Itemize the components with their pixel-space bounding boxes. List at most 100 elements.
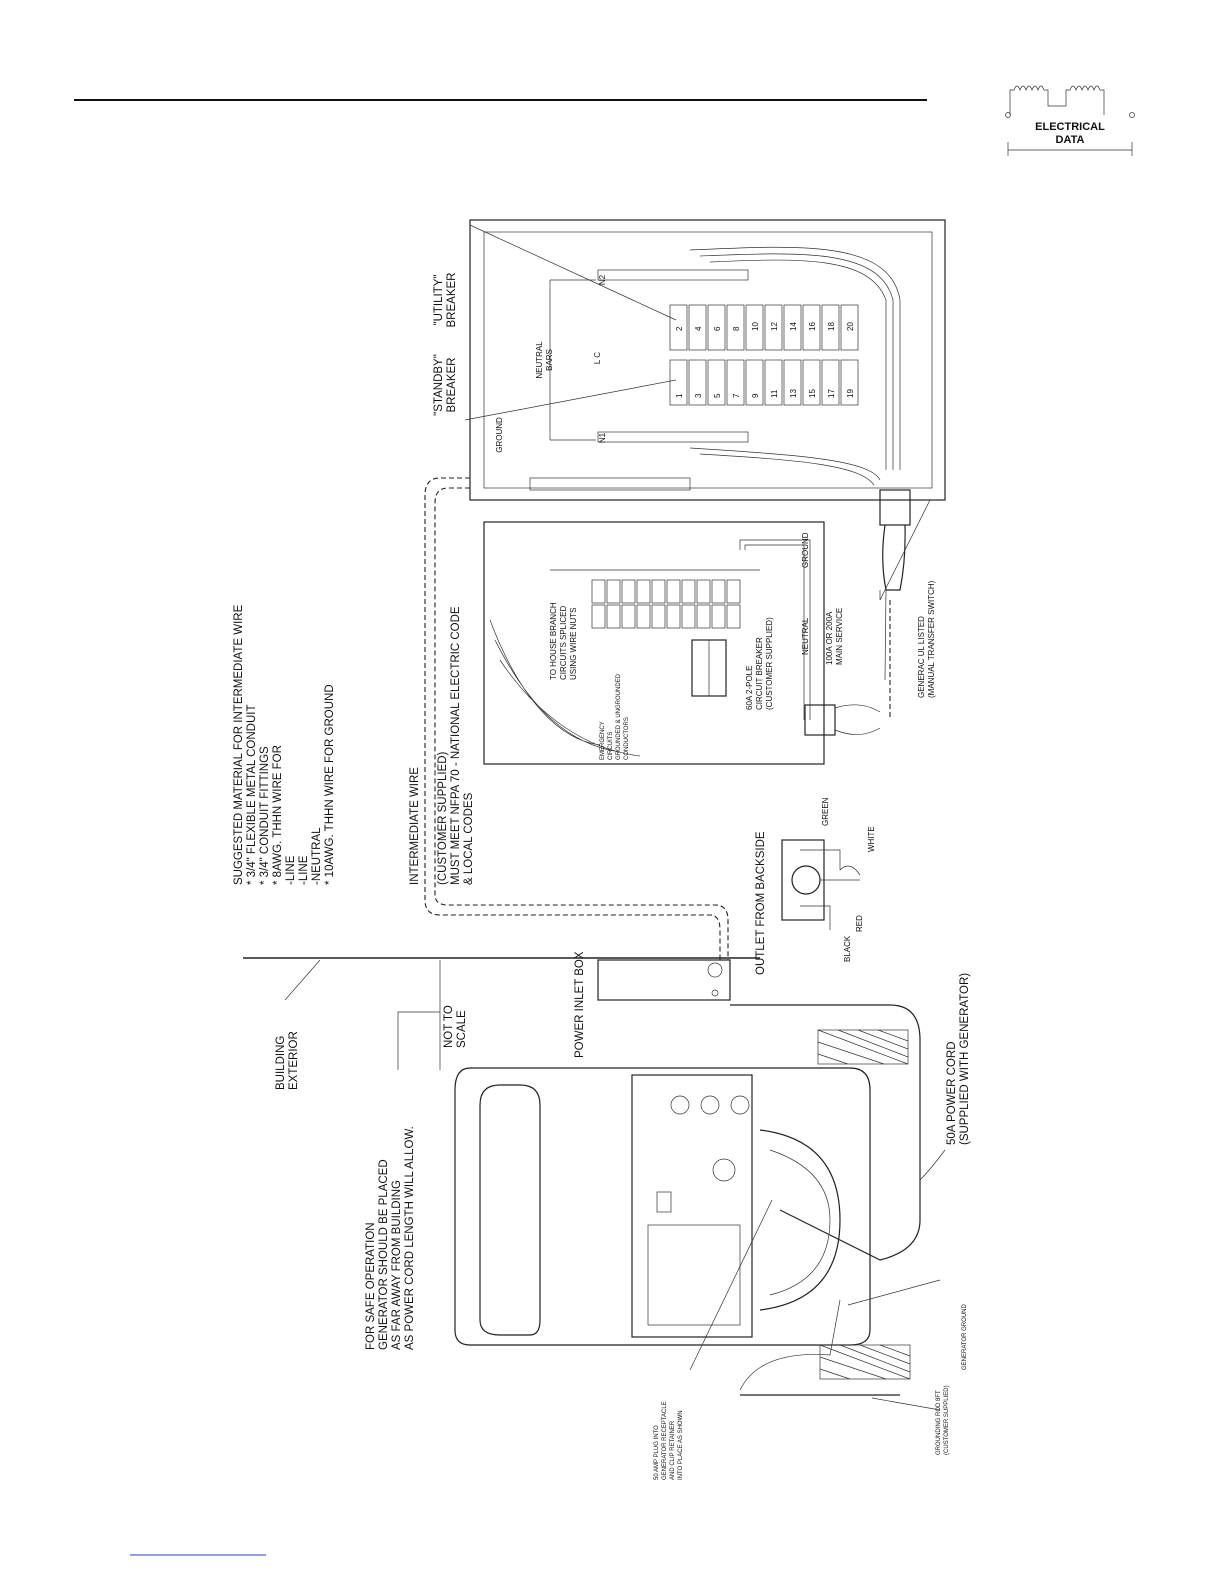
breaker-left-number: 15 (808, 389, 817, 398)
breaker-right-number: 14 (789, 322, 798, 331)
suggested-line-5: -LINE (298, 855, 310, 885)
breaker-left (821, 359, 840, 406)
plug-note-1: 50 AMP PLUG INTO (654, 1425, 660, 1480)
breaker-left-number: 9 (751, 393, 760, 398)
badge-line2: DATA (1056, 134, 1085, 146)
breaker-right (802, 304, 821, 351)
service-breaker (621, 604, 636, 629)
breaker-left (840, 359, 859, 406)
terminal-strip-n2 (597, 269, 749, 281)
power-inlet-box: POWER INLET BOX (574, 951, 731, 1058)
breaker-left (726, 359, 745, 406)
service-breaker (636, 579, 651, 604)
service-breaker (606, 579, 621, 604)
house-branch-1: TO HOUSE BRANCH (549, 602, 558, 680)
suggested-line-4: -LINE (285, 855, 297, 885)
safe-op-3: AS FAR AWAY FROM BUILDING (391, 1180, 403, 1350)
not-to-scale-1: NOT TO (443, 1005, 455, 1048)
grounding-rod-1: GROUNDING ROD 8FT (936, 1390, 942, 1455)
safe-op-1: FOR SAFE OPERATION (365, 1222, 377, 1350)
conduit (882, 524, 906, 591)
breaker-right-number: 10 (751, 322, 760, 331)
breaker-right (783, 304, 802, 351)
ground-panel-label: GROUND (801, 532, 810, 568)
red-label: RED (855, 915, 864, 932)
building-exterior-1: BUILDING (275, 1036, 287, 1090)
service-conduit-fitting (804, 704, 836, 736)
power-cord-label-1: 50A POWER CORD (946, 1041, 958, 1145)
service-breaker (651, 579, 666, 604)
power-cord-label-2: (SUPPLIED WITH GENERATOR) (959, 973, 971, 1145)
breaker-left-number: 19 (846, 389, 855, 398)
breaker-left (669, 359, 688, 406)
breaker-left (783, 359, 802, 406)
generac-ul-1: GENERAC UL LISTED (917, 616, 926, 698)
breaker-right (764, 304, 783, 351)
intermediate-line-3: & LOCAL CODES (463, 792, 475, 885)
circuit-breaker-1: 60A 2-POLE (745, 666, 754, 710)
service-breaker (621, 579, 636, 604)
service-breaker (651, 604, 666, 629)
service-breaker (726, 579, 741, 604)
standby-breaker-label-1: "STANDBY" (433, 354, 445, 416)
suggested-line-6: -NEUTRAL (311, 827, 323, 885)
breaker-right-number: 16 (808, 322, 817, 331)
neutral-bars-label-2: BARS (545, 349, 554, 371)
power-inlet-label: POWER INLET BOX (574, 951, 586, 1058)
breaker-right-number: 18 (827, 322, 836, 331)
building-exterior-2: EXTERIOR (288, 1031, 300, 1090)
power-cord (730, 1004, 921, 1261)
electrical-data-badge: ELECTRICAL DATA (1005, 85, 1135, 156)
breaker-right-number: 6 (713, 326, 722, 331)
grounding-rod: GROUNDING ROD 8FT (CUSTOMER SUPPLIED) GE… (739, 1279, 968, 1455)
neutral-label: NEUTRAL (801, 617, 810, 655)
wire-bundle (689, 246, 901, 486)
service-breaker (636, 604, 651, 629)
green-label: GREEN (821, 797, 830, 826)
main-service-2: MAIN SERVICE (835, 608, 844, 665)
breaker-right (840, 304, 859, 351)
service-breaker (666, 604, 681, 629)
breaker-right (726, 304, 745, 351)
n2-label: N2 (598, 274, 607, 285)
service-breaker (681, 579, 696, 604)
service-breakers (591, 579, 741, 629)
service-breaker (711, 579, 726, 604)
suggested-line-0: SUGGESTED MATERIAL FOR INTERMEDIATE WIRE (233, 604, 245, 885)
breaker-left-number: 1 (675, 393, 684, 398)
breaker-left-number: 17 (827, 389, 836, 398)
conduit-fitting (879, 489, 911, 526)
plug-note-2: GENERATOR RECEPTACLE (662, 1401, 668, 1480)
breaker-right (669, 304, 688, 351)
breaker-left (802, 359, 821, 406)
main-service-panel (483, 521, 881, 765)
control-panel (631, 1074, 753, 1338)
house-branch-3: USING WIRE NUTS (569, 608, 578, 680)
main-service-1: 100A OR 200A (825, 611, 834, 665)
breaker-right-number: 4 (694, 326, 703, 331)
plug-note-4: INTO PLACE AS SHOWN (678, 1410, 684, 1480)
service-breaker (606, 604, 621, 629)
terminal-strip-n1 (597, 431, 749, 443)
breaker-left-number: 3 (694, 393, 703, 398)
suggested-line-1: * 3/4" FLEXIBLE METAL CONDUIT (246, 705, 258, 885)
breaker-right (821, 304, 840, 351)
breaker-left-number: 11 (770, 389, 779, 398)
intermediate-wire-block: INTERMEDIATE WIRE (CUSTOMER SUPPLIED) MU… (409, 606, 475, 885)
service-breaker (591, 604, 606, 629)
not-to-scale-2: SCALE (456, 1010, 468, 1048)
breaker-left-number: 7 (732, 393, 741, 398)
breaker-left-number: 13 (789, 389, 798, 398)
branch-wires (489, 619, 641, 757)
emergency-2: CIRCUITS (608, 732, 614, 760)
breaker-right-number: 2 (675, 326, 684, 331)
circuit-breaker-2: CIRCUIT BREAKER (755, 637, 764, 710)
grounding-rod-2: (CUSTOMER SUPPLIED) (944, 1385, 950, 1455)
outlet-backside: OUTLET FROM BACKSIDE GREEN WHITE RED BLA… (755, 797, 876, 975)
service-breaker (591, 579, 606, 604)
intermediate-line-2: MUST MEET NFPA 70 - NATIONAL ELECTRIC CO… (450, 606, 462, 885)
